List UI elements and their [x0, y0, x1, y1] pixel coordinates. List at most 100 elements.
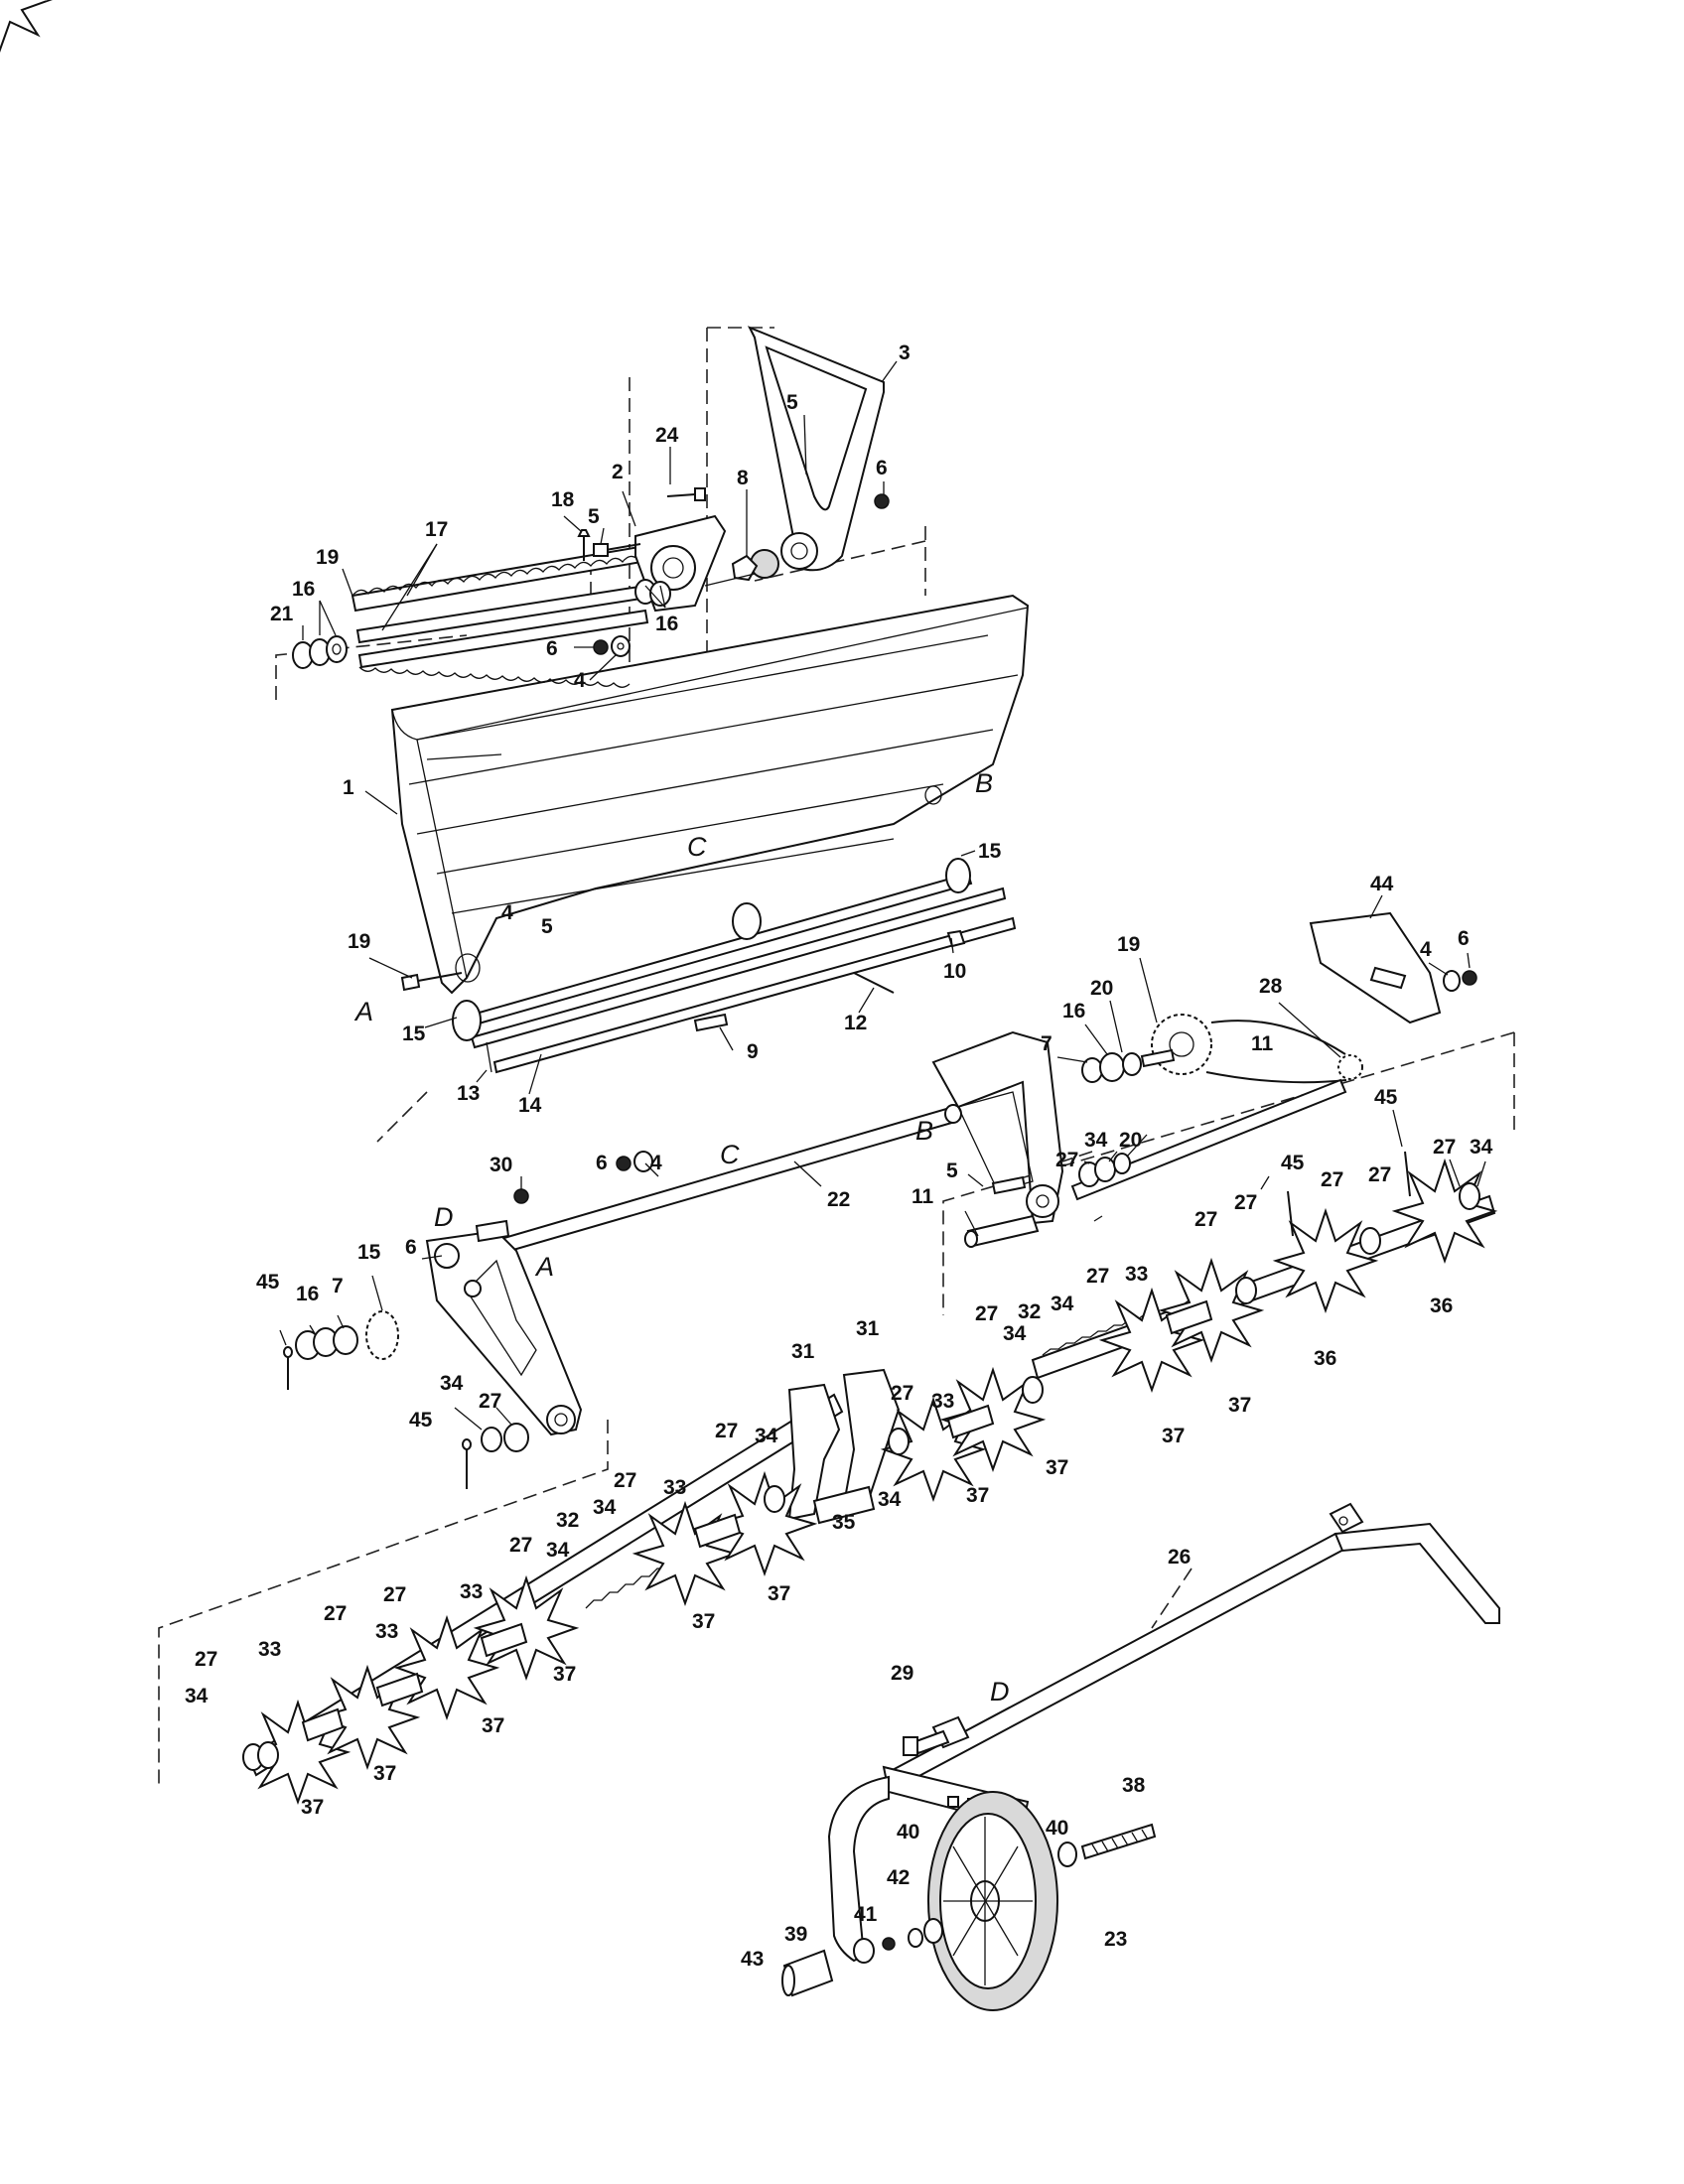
callout-37-j: 37	[301, 1796, 324, 1819]
callout-40-b: 40	[1046, 1817, 1068, 1840]
spreader-handle-bracket	[704, 326, 890, 587]
callout-34-e: 34	[440, 1372, 464, 1395]
callout-34-d: 34	[1003, 1322, 1027, 1345]
callout-45: 45	[1374, 1086, 1398, 1109]
callout-19-c: 19	[1117, 933, 1140, 956]
callout-38: 38	[1122, 1774, 1146, 1797]
callout-8: 8	[737, 467, 749, 489]
callout-35: 35	[832, 1511, 856, 1534]
callout-37-d: 37	[966, 1484, 989, 1507]
callout-37-g: 37	[553, 1663, 576, 1686]
callout-33-d: 33	[460, 1580, 483, 1603]
callout-15-b: 15	[402, 1023, 426, 1045]
callout-41: 41	[854, 1903, 878, 1926]
callout-34-c: 34	[1051, 1293, 1074, 1315]
callout-40: 40	[897, 1821, 919, 1843]
callout-27-c: 27	[1321, 1168, 1343, 1191]
callout-5: 5	[786, 391, 798, 414]
callout-29: 29	[891, 1662, 913, 1685]
callout-6-c: 6	[1458, 927, 1470, 950]
callout-45-b: 45	[1281, 1152, 1305, 1174]
callout-31-b: 31	[856, 1317, 880, 1340]
callout-45-d: 45	[409, 1409, 433, 1432]
ref-letter-A-2: A	[534, 1252, 554, 1282]
callout-27-k: 27	[715, 1420, 738, 1442]
callout-37-c: 37	[1046, 1456, 1068, 1479]
callout-16-d: 16	[296, 1283, 319, 1305]
callout-27-e: 27	[1234, 1191, 1257, 1214]
callout-39: 39	[784, 1923, 807, 1946]
push-handle	[887, 1502, 1500, 1789]
callout-26: 26	[1168, 1546, 1191, 1569]
callout-1: 1	[343, 776, 354, 799]
callout-15: 15	[978, 840, 1002, 863]
callout-27-l: 27	[614, 1469, 636, 1492]
callout-34-g: 34	[878, 1488, 902, 1511]
callout-37-h: 37	[482, 1714, 504, 1737]
tine-shaft-assembly	[0, 0, 1496, 1803]
callout-4-c: 4	[1420, 938, 1432, 961]
callout-6: 6	[876, 457, 888, 479]
callout-2: 2	[612, 461, 624, 483]
callout-27-b: 27	[1433, 1136, 1456, 1159]
left-frame-plate	[283, 1219, 583, 1489]
callout-11-b: 11	[912, 1185, 934, 1208]
callout-16: 16	[292, 578, 315, 601]
callout-22: 22	[827, 1188, 850, 1211]
callout-5-c: 5	[541, 915, 553, 938]
reference-letters: B C A B C D A D	[353, 768, 1010, 1706]
callout-12: 12	[844, 1012, 867, 1034]
callout-33-c: 33	[663, 1476, 686, 1499]
callout-27-o: 27	[324, 1602, 347, 1625]
callout-34: 34	[1084, 1129, 1108, 1152]
callout-37-f: 37	[692, 1610, 715, 1633]
callout-9: 9	[747, 1040, 759, 1063]
nut-washer-upper	[593, 635, 631, 657]
callout-37-b: 37	[1162, 1425, 1185, 1447]
callout-4-d: 4	[650, 1152, 662, 1174]
callout-3: 3	[899, 341, 911, 364]
callout-27-j: 27	[479, 1390, 501, 1413]
wheel-assembly	[781, 1715, 1157, 2011]
callout-10: 10	[943, 960, 966, 983]
callout-34-b: 34	[1470, 1136, 1493, 1159]
callout-33-e: 33	[375, 1620, 398, 1643]
callout-6-d: 6	[596, 1152, 608, 1174]
callout-27-n: 27	[383, 1583, 406, 1606]
ref-letter-D-2: D	[990, 1677, 1010, 1706]
callout-34-i: 34	[546, 1539, 570, 1562]
callout-5-b: 5	[588, 505, 600, 528]
callout-14: 14	[518, 1094, 542, 1117]
right-bracket-and-sprockets	[1081, 911, 1477, 1084]
callout-34-h: 34	[593, 1496, 617, 1519]
callout-27-p: 27	[195, 1648, 217, 1671]
callout-27-g: 27	[1086, 1265, 1109, 1288]
left-washers	[292, 635, 348, 669]
callout-27-d: 27	[1368, 1163, 1391, 1186]
ref-letter-A: A	[353, 997, 373, 1026]
callout-37-i: 37	[373, 1762, 396, 1785]
callout-24: 24	[655, 424, 679, 447]
callout-19-b: 19	[348, 930, 370, 953]
callout-27-f: 27	[1194, 1208, 1217, 1231]
callout-27: 27	[1055, 1149, 1078, 1171]
callout-31: 31	[791, 1340, 815, 1363]
ref-letter-C-2: C	[720, 1140, 740, 1169]
callout-43: 43	[741, 1948, 764, 1971]
callout-17: 17	[425, 518, 448, 541]
callout-27-m: 27	[509, 1534, 532, 1557]
callout-32-b: 32	[556, 1509, 579, 1532]
callout-13: 13	[457, 1082, 480, 1105]
callout-37-e: 37	[768, 1582, 790, 1605]
callout-33-b: 33	[931, 1390, 954, 1413]
callout-23: 23	[1104, 1928, 1127, 1951]
callout-4-b: 4	[501, 901, 513, 924]
callout-27-i: 27	[891, 1382, 913, 1405]
callout-30: 30	[490, 1154, 512, 1176]
part-callouts: 3 5 24 8 6 2 18 17 5 19 16 21 16 6 4 1 1…	[185, 341, 1493, 1971]
callout-33: 33	[1125, 1263, 1148, 1286]
callout-16-b: 16	[655, 613, 678, 635]
ref-letter-C: C	[687, 832, 707, 862]
hopper	[390, 594, 1030, 995]
